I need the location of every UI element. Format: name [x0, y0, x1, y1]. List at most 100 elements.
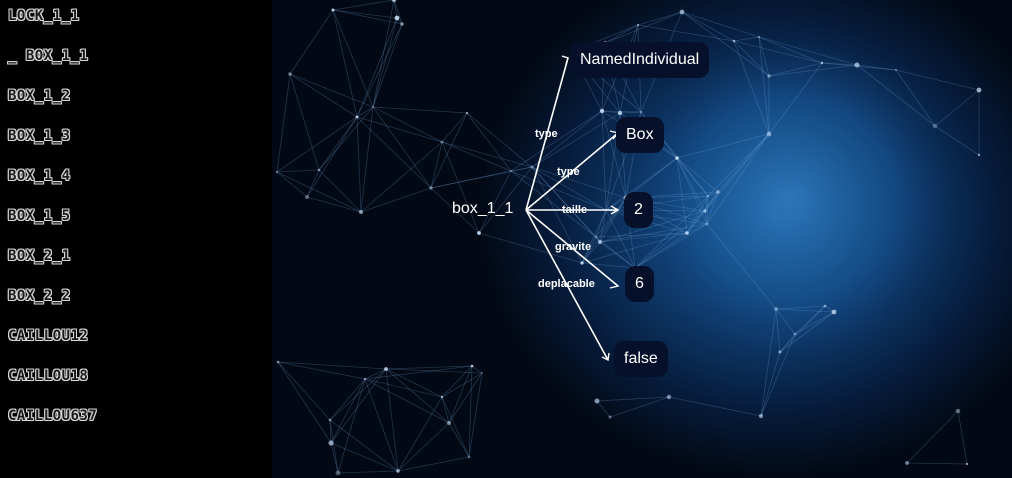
network-dot — [675, 156, 679, 160]
sidebar-item-lock-1-1[interactable]: LOCK_1_1 — [8, 8, 80, 24]
node-taille-value[interactable]: 2 — [624, 192, 653, 228]
network-line — [595, 236, 636, 269]
network-line — [634, 223, 708, 269]
sidebar-item-caillou18[interactable]: CAILLOU18 — [8, 368, 89, 384]
network-line — [332, 9, 358, 118]
network-line — [609, 396, 670, 418]
network-line — [441, 141, 480, 234]
network-dot — [608, 415, 612, 419]
network-line — [385, 365, 473, 370]
network-dot — [854, 62, 860, 68]
network-line — [794, 305, 826, 335]
network-dot — [530, 165, 534, 169]
network-dot — [637, 24, 639, 26]
network-line — [634, 195, 709, 269]
network-line — [779, 305, 826, 353]
node-named-individual[interactable]: NamedIndividual — [570, 42, 710, 78]
network-line — [531, 166, 607, 211]
network-line — [397, 422, 450, 472]
network-dot — [580, 261, 584, 265]
network-line — [372, 23, 403, 108]
network-line — [856, 64, 897, 71]
network-line — [448, 422, 470, 458]
network-dot — [331, 8, 335, 12]
network-dot — [440, 140, 444, 144]
sidebar-item-box-1-3[interactable]: BOX_1_3 — [8, 128, 71, 144]
arrow-head-named — [561, 55, 569, 65]
network-line — [733, 40, 770, 77]
network-line — [605, 209, 706, 212]
sidebar-item-box-1-2[interactable]: BOX_1_2 — [8, 88, 71, 104]
network-line — [704, 195, 709, 212]
sidebar-item-box-1-4[interactable]: BOX_1_4 — [8, 168, 71, 184]
network-dot — [599, 108, 605, 114]
network-line — [599, 232, 688, 243]
network-dot — [288, 72, 292, 76]
sidebar-item-box-2-1[interactable]: BOX_2_1 — [8, 248, 71, 264]
network-line — [441, 141, 512, 172]
node-deplacable-value[interactable]: false — [614, 341, 668, 377]
network-line — [372, 106, 443, 143]
network-dot — [364, 378, 366, 380]
network-line — [276, 171, 362, 213]
sidebar-item-box-1-1[interactable]: _ BOX_1_1 — [8, 48, 89, 64]
network-line — [906, 410, 959, 464]
sidebar-item-caillou637[interactable]: CAILLOU637 — [8, 408, 98, 424]
network-line — [601, 110, 627, 199]
network-line — [599, 210, 706, 243]
network-line — [277, 361, 331, 421]
network-line — [681, 11, 735, 42]
network-line — [531, 112, 621, 168]
network-dot — [440, 395, 444, 399]
network-line — [934, 89, 980, 127]
network-line — [704, 210, 708, 225]
network-line — [356, 116, 432, 189]
network-line — [758, 36, 823, 64]
network-dot — [766, 131, 772, 137]
network-dot — [400, 22, 404, 26]
network-line — [581, 209, 607, 264]
network-line — [601, 110, 621, 114]
network-dot — [617, 110, 623, 116]
sidebar-item-box-2-2[interactable]: BOX_2_2 — [8, 288, 71, 304]
network-line — [619, 111, 642, 114]
network-line — [478, 170, 512, 234]
network-dot — [774, 307, 778, 311]
network-dot — [705, 222, 709, 226]
network-dot — [820, 61, 824, 65]
node-gravite-value[interactable]: 6 — [625, 266, 654, 302]
network-dot — [355, 115, 359, 119]
network-line — [605, 195, 709, 211]
network-dot — [793, 332, 797, 336]
edge-label-deplacable: deplacable — [538, 278, 595, 290]
network-line — [468, 365, 473, 458]
network-dot — [778, 350, 782, 354]
network-dot — [732, 39, 736, 43]
network-line — [466, 112, 533, 168]
center-node[interactable]: box_1_1 — [452, 200, 514, 217]
network-line — [356, 116, 362, 213]
entity-sidebar: LOCK_1_1 _ BOX_1_1 BOX_1_2 BOX_1_3 BOX_1… — [0, 0, 272, 478]
edge-gravite — [525, 209, 619, 287]
graph-canvas[interactable]: box_1_1 NamedIndividual Box 2 6 false ty… — [272, 0, 1012, 478]
network-line — [768, 62, 823, 135]
network-line — [821, 62, 858, 66]
network-line — [364, 365, 473, 380]
node-box[interactable]: Box — [616, 117, 664, 153]
network-dot — [276, 171, 278, 173]
sidebar-item-caillou12[interactable]: CAILLOU12 — [8, 328, 89, 344]
sidebar-item-box-1-5[interactable]: BOX_1_5 — [8, 208, 71, 224]
network-line — [360, 106, 374, 213]
network-line — [393, 0, 403, 25]
network-line — [318, 106, 374, 171]
network-line — [330, 442, 399, 472]
network-line — [332, 0, 395, 11]
network-dot — [447, 421, 451, 425]
network-line — [906, 462, 968, 465]
network-line — [385, 368, 483, 374]
network-line — [681, 11, 770, 77]
globe-shape — [622, 45, 962, 385]
network-line — [289, 9, 334, 75]
edge-deplacable — [525, 209, 609, 361]
network-line — [277, 361, 387, 370]
